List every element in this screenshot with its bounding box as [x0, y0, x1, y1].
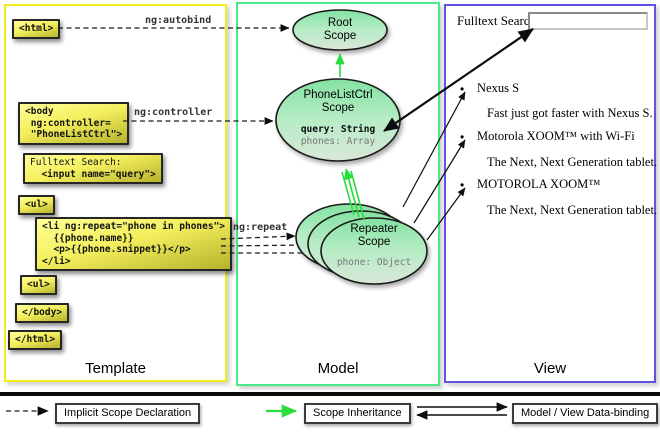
phone-item-desc: The Next, Next Generation tablet.: [487, 155, 658, 169]
html-close-tag-box: </html>: [8, 330, 63, 350]
template-column-label: Template: [85, 360, 146, 377]
ul-open-tag-box: <ul>: [18, 195, 55, 215]
phone-item-desc: The Next, Next Generation tablet.: [487, 203, 658, 217]
legend-separator: [0, 392, 660, 396]
legend-model-view-data-binding: Model / View Data-binding: [512, 403, 659, 424]
legend-implicit-scope-declaration: Implicit Scope Declaration: [55, 403, 201, 424]
legend-scope-inheritance: Scope Inheritance: [304, 403, 411, 424]
phone-item-title: Motorola XOOM™ with Wi-Fi: [477, 129, 635, 143]
phone-item-desc: Fast just got faster with Nexus S.: [487, 106, 653, 120]
model-column-label: Model: [317, 360, 359, 377]
view-column-label: View: [533, 360, 567, 377]
list-bullet: •: [460, 130, 465, 144]
body-close-tag-box: </body>: [15, 303, 70, 323]
fulltext-search-label: Fulltext Search:: [457, 13, 540, 28]
fulltext-search-code-box: Fulltext Search: <input name="query">: [23, 153, 163, 184]
phonelistctrl-query-prop: query: String: [300, 124, 376, 135]
repeater-phone-prop: phone: Object: [336, 257, 412, 268]
fulltext-search-input[interactable]: [528, 12, 648, 30]
phonelistctrl-phones-prop: phones: Array: [300, 136, 376, 147]
model-column: [236, 2, 440, 386]
phone-item-title: Nexus S: [477, 81, 520, 95]
list-bullet: •: [460, 82, 465, 96]
body-open-tag-box: <body ng:controller= "PhoneListCtrl">: [18, 102, 130, 145]
html-open-tag-box: <html>: [12, 19, 61, 39]
ul-close-tag-box: <ul>: [20, 275, 57, 295]
phone-item-title: MOTOROLA XOOM™: [477, 177, 601, 191]
ng-autobind-label: ng:autobind: [145, 15, 212, 26]
li-repeat-code-box: <li ng:repeat="phone in phones"> {{phone…: [35, 217, 233, 271]
template-column: [4, 4, 227, 382]
view-column: [444, 4, 656, 383]
ng-repeat-label: ng:repeat: [233, 222, 288, 233]
ng-controller-label: ng:controller: [134, 107, 213, 118]
list-bullet: •: [460, 178, 465, 192]
